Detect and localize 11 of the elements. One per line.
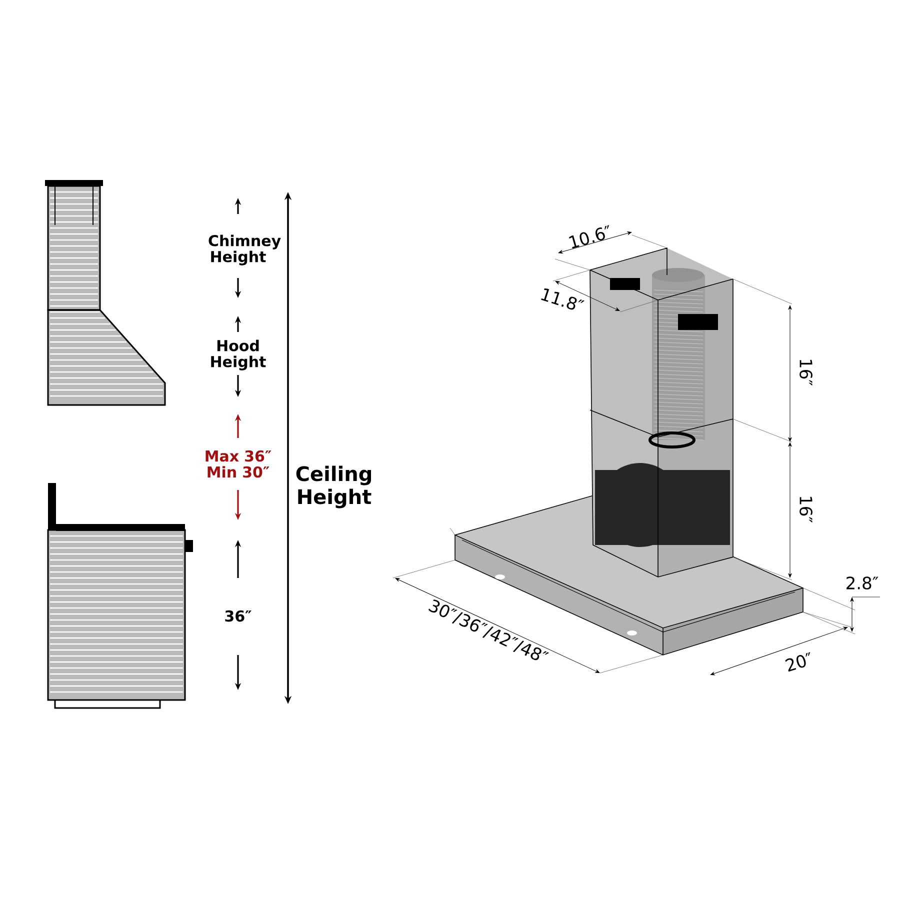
dimension-label: Hood Height xyxy=(211,340,266,370)
dimension-label: Ceiling Height xyxy=(296,466,372,508)
dimension-label: 11.8″ xyxy=(541,288,585,310)
dimension-label: 16″ xyxy=(800,360,812,386)
dimension-label: Max 36″ Min 30″ xyxy=(206,450,272,478)
dimension-label: 16″ xyxy=(800,496,812,523)
dimension-label: 36″ xyxy=(225,610,252,622)
dimension-label: Chimney Height xyxy=(208,234,281,266)
dimension-label: 2.8″ xyxy=(846,576,878,590)
dimension-label: 10.6″ xyxy=(569,225,610,248)
dimension-label: 20″ xyxy=(785,652,810,672)
